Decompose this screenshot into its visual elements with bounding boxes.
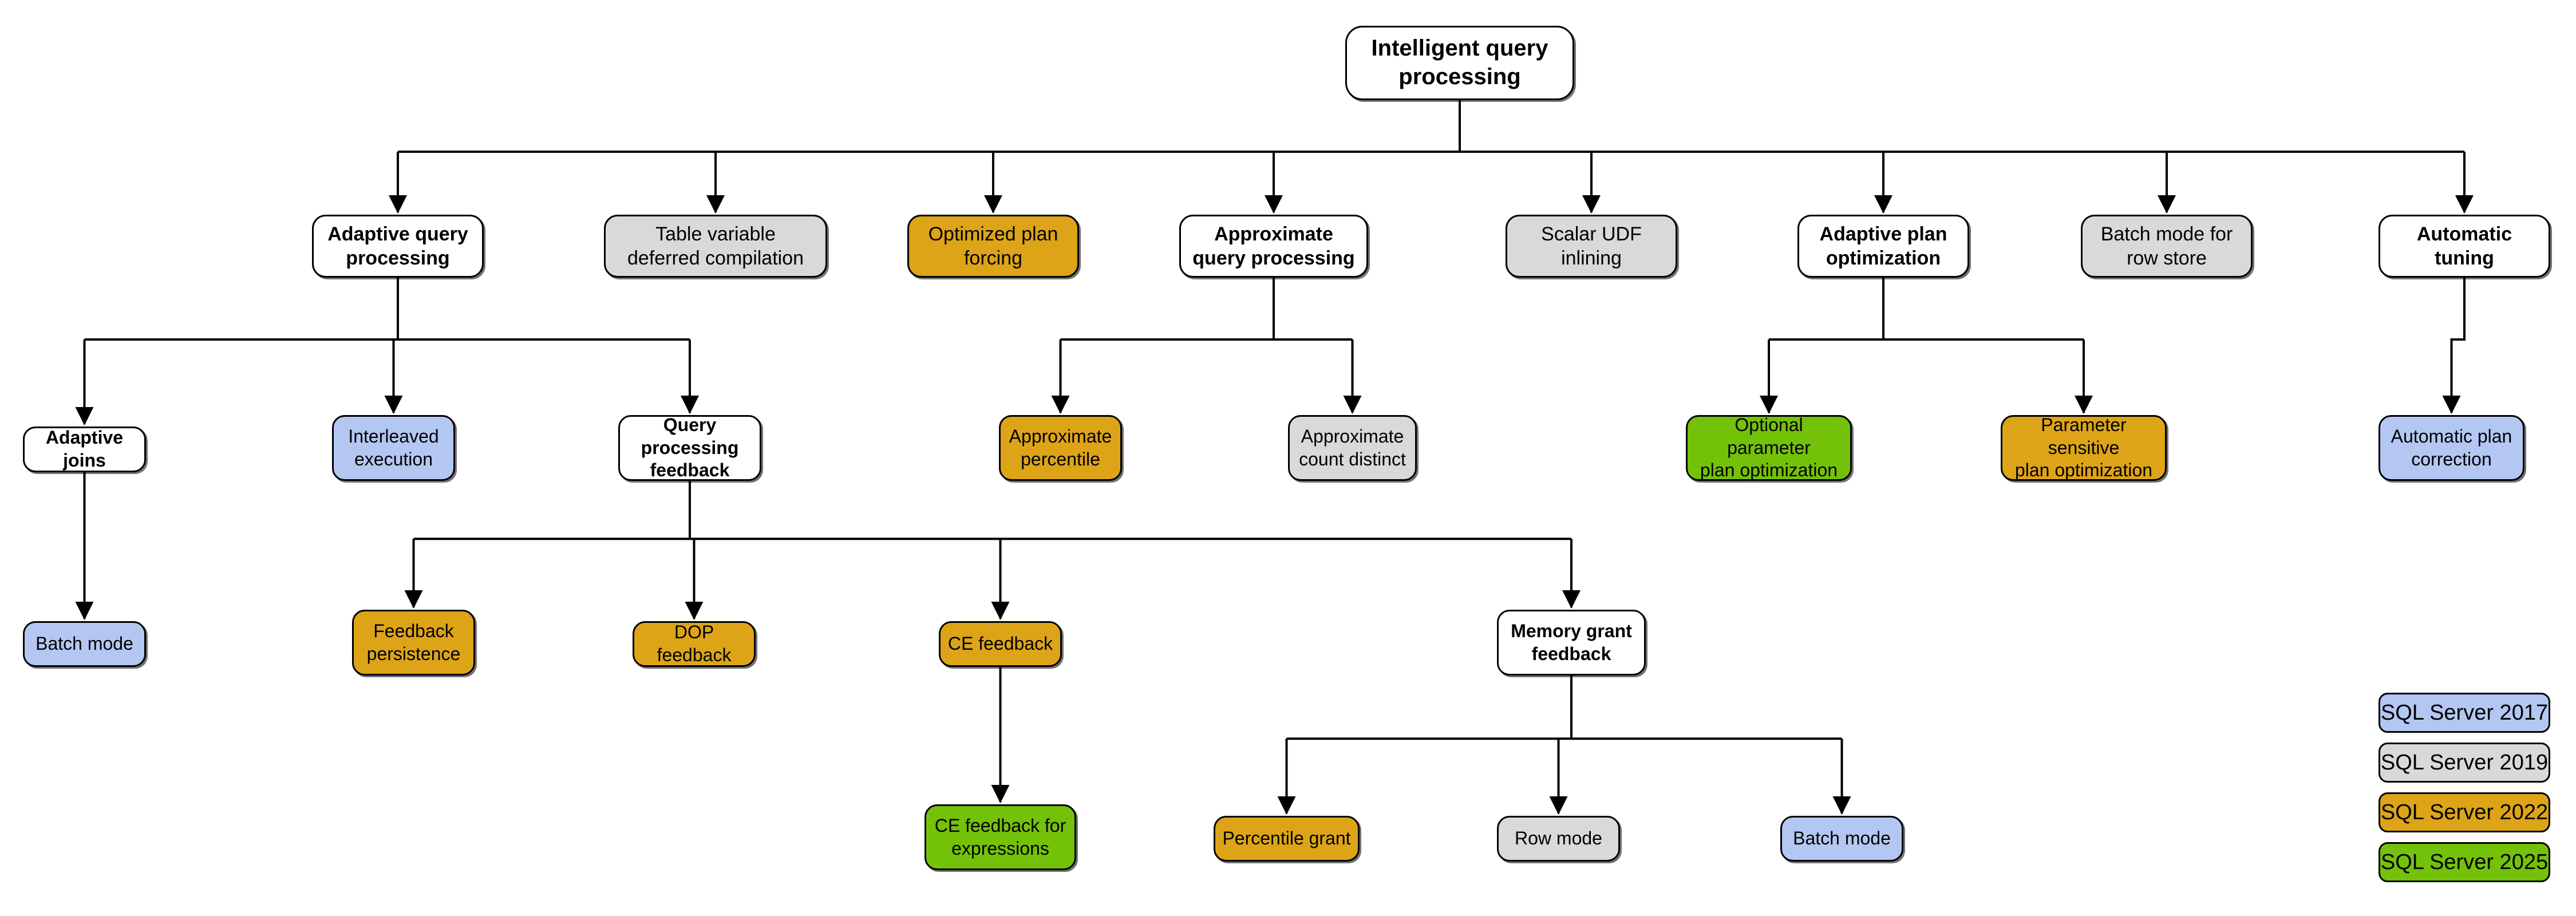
- node-adaptivejoins[interactable]: Adaptive joins: [23, 427, 146, 472]
- legend-item-sql-server-2025: SQL Server 2025: [2379, 842, 2550, 882]
- legend-label: SQL Server 2017: [2380, 700, 2549, 725]
- node-label: Batch mode: [35, 633, 133, 654]
- legend-label: SQL Server 2019: [2380, 750, 2549, 775]
- node-approxpct[interactable]: Approximate percentile: [999, 415, 1122, 481]
- legend-label: SQL Server 2025: [2380, 850, 2549, 874]
- node-batchmode1[interactable]: Batch mode: [23, 621, 146, 667]
- node-label: Memory grant feedback: [1511, 620, 1632, 664]
- legend-item-sql-server-2019: SQL Server 2019: [2379, 743, 2550, 783]
- node-label: Adaptive joins: [45, 427, 124, 471]
- node-ceexpr[interactable]: CE feedback for expressions: [924, 804, 1076, 870]
- node-label: Parameter sensitive plan optimization: [2014, 414, 2153, 481]
- node-label: Adaptive query processing: [327, 223, 468, 269]
- node-autotuning[interactable]: Automatic tuning: [2379, 215, 2550, 278]
- node-label: Batch mode for row store: [2100, 223, 2233, 269]
- node-label: Batch mode: [1793, 828, 1891, 849]
- node-memgrant[interactable]: Memory grant feedback: [1497, 610, 1646, 676]
- node-qpf[interactable]: Query processing feedback: [618, 414, 761, 481]
- node-apc[interactable]: Automatic plan correction: [2379, 415, 2524, 481]
- connector: [2442, 278, 2466, 414]
- legend-label: SQL Server 2022: [2380, 800, 2549, 824]
- node-label: Automatic plan correction: [2391, 425, 2512, 469]
- node-label: Percentile grant: [1222, 828, 1351, 849]
- node-label: Row mode: [1515, 828, 1602, 849]
- node-bmrowstore[interactable]: Batch mode for row store: [2081, 215, 2253, 278]
- node-label: Intelligent query processing: [1371, 35, 1548, 89]
- node-interleaved[interactable]: Interleaved execution: [332, 415, 455, 481]
- node-label: Approximate query processing: [1192, 223, 1355, 269]
- node-approxcount[interactable]: Approximate count distinct: [1288, 415, 1417, 481]
- node-root[interactable]: Intelligent query processing: [1345, 26, 1574, 100]
- node-tvdc[interactable]: Table variable deferred compilation: [604, 215, 827, 278]
- node-aqp[interactable]: Adaptive query processing: [312, 215, 484, 278]
- node-label: Feedback persistence: [366, 620, 461, 664]
- node-label: Query processing feedback: [641, 414, 739, 481]
- node-feedbackpersist[interactable]: Feedback persistence: [352, 610, 475, 676]
- node-cefeedback[interactable]: CE feedback: [939, 621, 1062, 667]
- node-pspo[interactable]: Parameter sensitive plan optimization: [2001, 414, 2167, 481]
- node-label: Interleaved execution: [348, 425, 439, 469]
- legend-item-sql-server-2017: SQL Server 2017: [2379, 693, 2550, 733]
- node-opf[interactable]: Optimized plan forcing: [907, 215, 1079, 278]
- node-apo[interactable]: Adaptive plan optimization: [1797, 215, 1969, 278]
- node-dopfeedback[interactable]: DOP feedback: [633, 621, 756, 667]
- node-label: Optimized plan forcing: [928, 223, 1058, 269]
- node-label: Approximate percentile: [1009, 425, 1112, 469]
- node-label: CE feedback: [947, 633, 1053, 654]
- node-label: Approximate count distinct: [1299, 425, 1406, 469]
- node-label: DOP feedback: [657, 622, 732, 665]
- node-scalarudf[interactable]: Scalar UDF inlining: [1506, 215, 1677, 278]
- legend-item-sql-server-2022: SQL Server 2022: [2379, 792, 2550, 832]
- node-batchmode2[interactable]: Batch mode: [1780, 816, 1903, 862]
- node-approxqp[interactable]: Approximate query processing: [1179, 215, 1368, 278]
- node-label: Table variable deferred compilation: [627, 223, 804, 269]
- node-label: Automatic tuning: [2416, 223, 2512, 269]
- node-label: Scalar UDF inlining: [1541, 223, 1642, 269]
- node-label: Optional parameter plan optimization: [1700, 414, 1838, 481]
- node-oppo[interactable]: Optional parameter plan optimization: [1686, 414, 1852, 481]
- node-percentilegrant[interactable]: Percentile grant: [1214, 816, 1360, 862]
- node-label: Adaptive plan optimization: [1819, 223, 1947, 269]
- node-rowmode[interactable]: Row mode: [1497, 816, 1620, 862]
- node-label: CE feedback for expressions: [934, 815, 1066, 859]
